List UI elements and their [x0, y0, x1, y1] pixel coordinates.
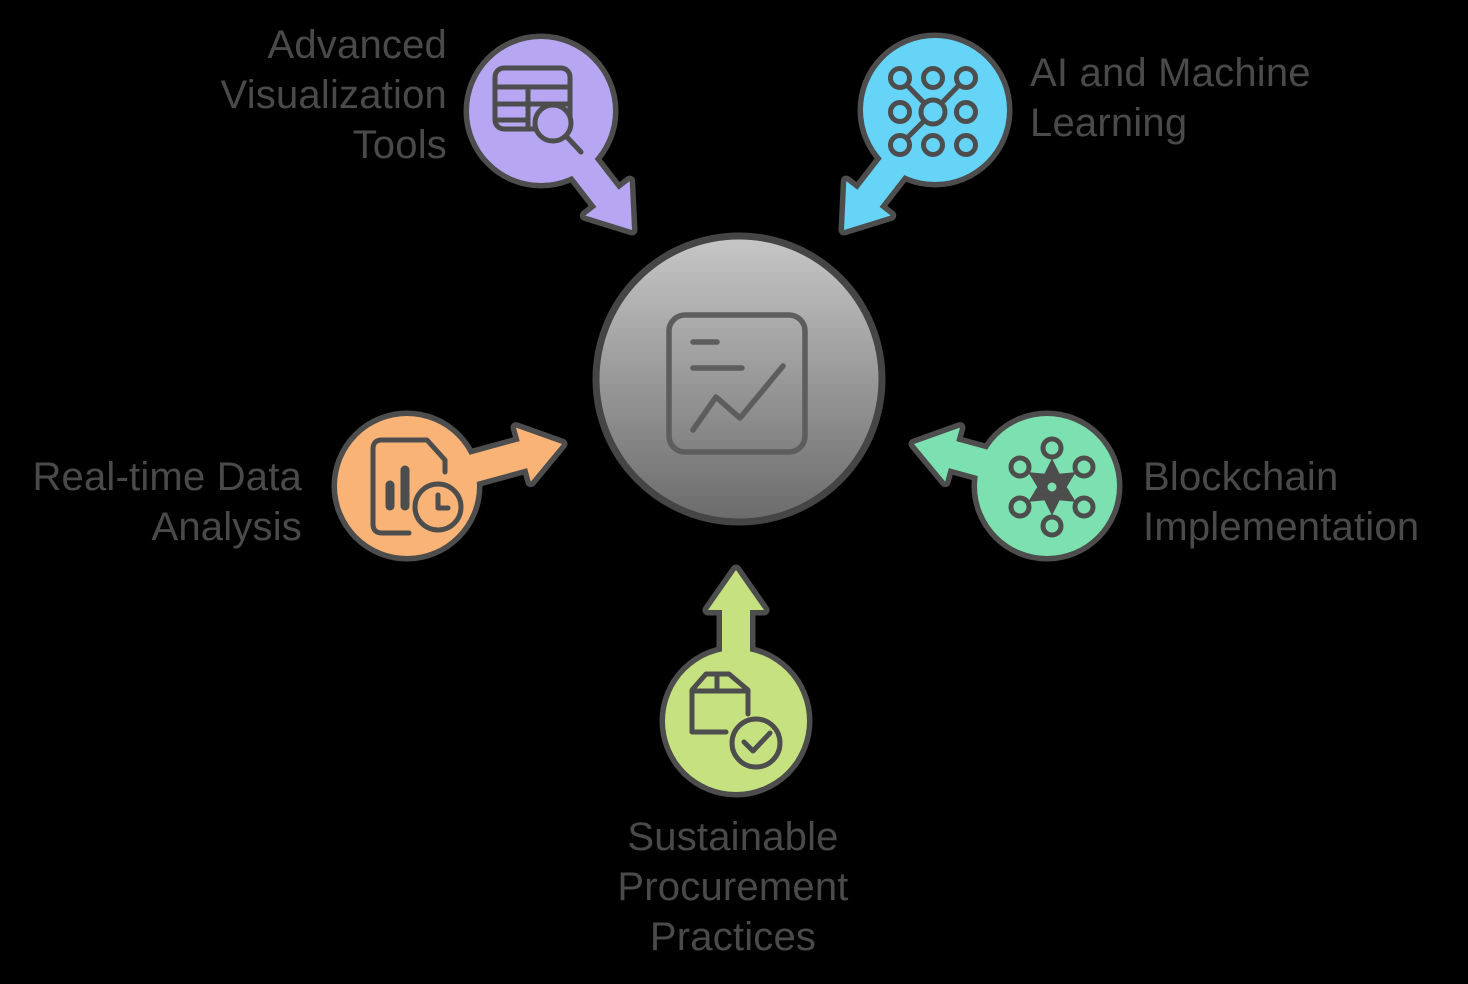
package-check-icon — [689, 671, 783, 770]
node-advanced-visualization-tools — [463, 33, 638, 236]
report-trend-chart-icon — [666, 312, 808, 455]
label-sustainable-procurement-practices: Sustainable Procurement Practices — [617, 815, 849, 959]
node-ai-and-machine-learning — [838, 32, 1013, 236]
document-clock-icon — [370, 437, 464, 536]
neural-network-icon — [888, 66, 978, 157]
central-hub — [592, 232, 886, 526]
distributed-nodes-icon — [1008, 436, 1096, 538]
label-advanced-visualization-tools: Advanced Visualization Tools — [220, 23, 447, 167]
label-blockchain-implementation: Blockchain Implementation — [1143, 455, 1420, 549]
label-real-time-data-analysis: Real-time Data Analysis — [32, 455, 302, 549]
table-search-icon — [492, 65, 584, 155]
central-hub-circle — [592, 232, 886, 526]
label-ai-and-machine-learning: AI and Machine Learning — [1030, 51, 1311, 145]
node-sustainable-procurement-practices — [659, 564, 813, 798]
node-real-time-data-analysis — [331, 410, 568, 562]
node-circle — [665, 650, 807, 792]
node-blockchain-implementation — [908, 410, 1123, 562]
